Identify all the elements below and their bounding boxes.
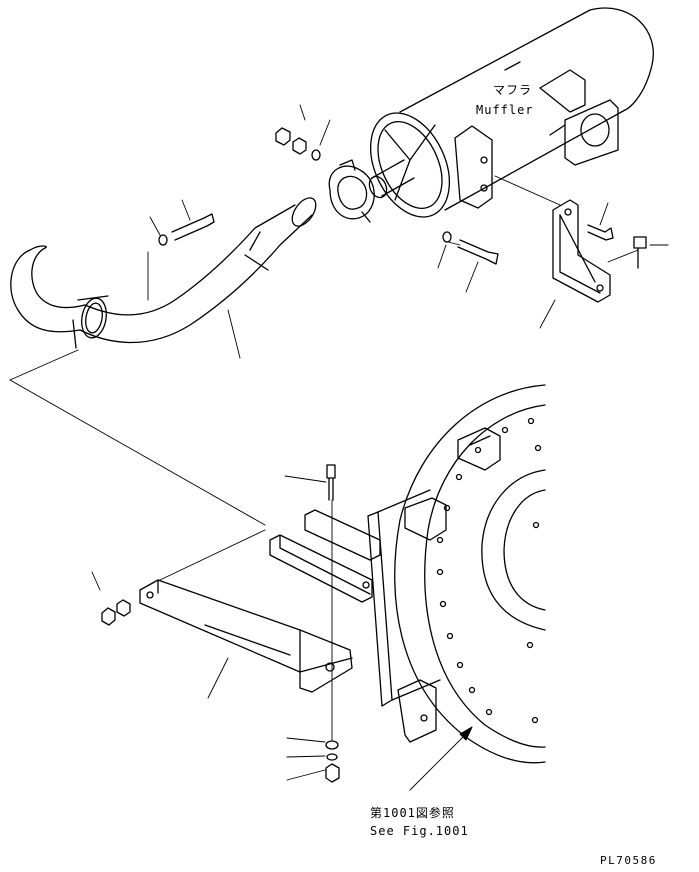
flywheel-housing xyxy=(269,384,546,764)
pipe-clamp xyxy=(328,159,375,223)
exhaust-pipe xyxy=(10,197,317,349)
muffler-support-bracket xyxy=(552,199,611,303)
drawing-code: PL70586 xyxy=(600,854,657,867)
figure-reference-en: See Fig.1001 xyxy=(370,824,469,838)
lower-bracket xyxy=(139,579,353,693)
figure-reference-jp: 第1001図参照 xyxy=(370,806,455,820)
muffler-label-jp: マフラ xyxy=(493,83,533,97)
fasteners xyxy=(101,127,647,783)
leader-lines xyxy=(9,104,669,791)
muffler xyxy=(368,7,654,218)
muffler-label-en: Muffler xyxy=(476,103,534,117)
reference-arrowhead xyxy=(459,726,473,741)
